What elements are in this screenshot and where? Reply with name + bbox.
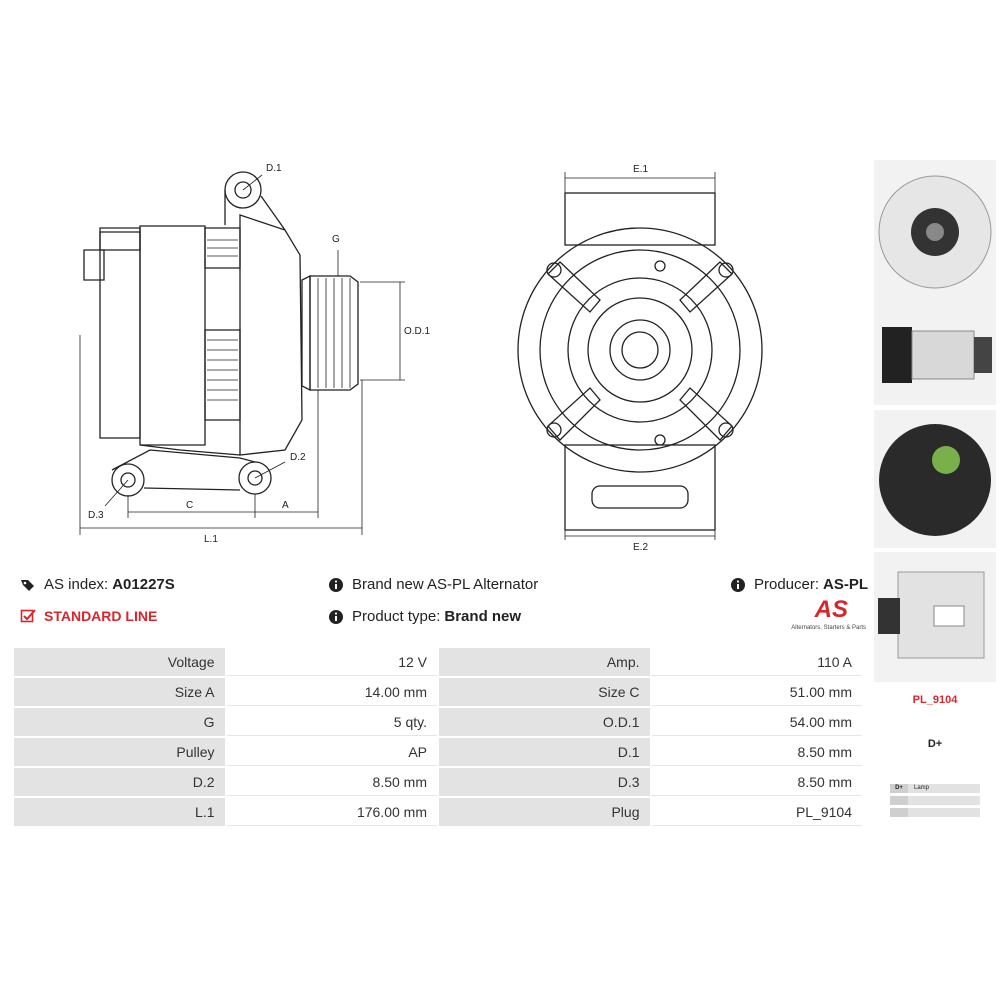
table-row: Voltage 12 V Amp. 110 A (14, 648, 862, 676)
plug-pin-table: D+Lamp (890, 784, 980, 820)
table-row: Pulley AP D.1 8.50 mm (14, 738, 862, 766)
as-pl-logo: AS Alternators, Starters & Parts (776, 598, 866, 638)
label-a: A (282, 500, 289, 511)
label-e2: E.2 (633, 542, 648, 553)
technical-drawing: D.1 G O.D.1 D.2 D.3 C A L.1 E.1 E.2 (79, 163, 763, 553)
logo-mark: AS (814, 596, 848, 623)
producer-label: Producer: (754, 576, 820, 593)
plug-pin-row (890, 796, 980, 805)
tags-icon (21, 579, 34, 591)
label-c: C (186, 500, 193, 511)
info-icon (731, 577, 745, 592)
product-photo-angle[interactable] (874, 552, 996, 682)
standard-line: STANDARD LINE (20, 608, 157, 624)
as-index: AS index: A01227S (20, 576, 175, 593)
label-l1: L.1 (204, 534, 218, 545)
label-d3: D.3 (88, 510, 104, 521)
table-row: D.2 8.50 mm D.3 8.50 mm (14, 768, 862, 796)
label-g: G (332, 234, 340, 245)
logo-tagline: Alternators, Starters & Parts (791, 625, 866, 631)
plug-code: PL_9104 (912, 694, 958, 706)
description: Brand new AS-PL Alternator (328, 576, 538, 593)
table-row: Size A 14.00 mm Size C 51.00 mm (14, 678, 862, 706)
producer: Producer: AS-PL (730, 576, 868, 593)
product-type-label: Product type: (352, 608, 441, 625)
product-type: Product type: Brand new (328, 608, 521, 625)
spec-table: Voltage 12 V Amp. 110 A Size A 14.00 mm … (12, 646, 864, 828)
producer-value: AS-PL (823, 576, 869, 593)
label-e1: E.1 (633, 164, 648, 175)
table-row: G 5 qty. O.D.1 54.00 mm (14, 708, 862, 736)
info-icon (329, 577, 343, 592)
table-row: L.1 176.00 mm Plug PL_9104 (14, 798, 862, 826)
as-index-label: AS index: (44, 576, 109, 593)
product-photo-front[interactable] (874, 160, 996, 308)
label-d1: D.1 (266, 163, 282, 174)
plug-terminal: D+ (927, 738, 943, 750)
product-type-value: Brand new (444, 608, 522, 625)
plug-pin-row (890, 808, 980, 817)
label-d2: D.2 (290, 452, 306, 463)
product-photo-side[interactable] (874, 305, 996, 405)
info-icon (329, 609, 343, 624)
checkbox-checked-icon (20, 609, 36, 623)
plug-pin-row: D+Lamp (890, 784, 980, 793)
description-text: Brand new AS-PL Alternator (352, 576, 539, 593)
as-index-value: A01227S (112, 576, 175, 593)
standard-line-label: STANDARD LINE (44, 608, 158, 624)
product-photo-rear[interactable] (874, 410, 996, 548)
label-od1: O.D.1 (404, 326, 431, 337)
